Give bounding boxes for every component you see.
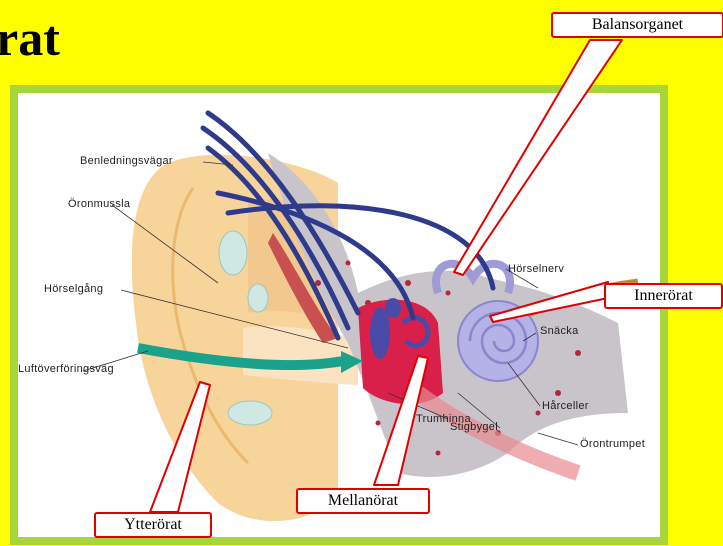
diagram-frame: Benledningsvägar Öronmussla Hörselgång L… [10, 85, 668, 545]
ear-canal [243, 326, 358, 385]
label-oronmussla: Öronmussla [68, 198, 130, 210]
callout-balansorganet: Balansorganet [551, 12, 723, 38]
label-snacka: Snäcka [540, 325, 579, 337]
label-orontrumpet: Örontrumpet [580, 438, 645, 450]
label-stigbygel: Stigbygel [450, 421, 498, 433]
label-horselnerv: Hörselnerv [508, 263, 564, 275]
eardrum-shape [370, 307, 390, 359]
callout-ytterorat: Ytterörat [94, 512, 212, 538]
label-benledning: Benledningsvägar [80, 155, 173, 167]
page-title: rat [0, 8, 60, 68]
label-harceller: Hårceller [542, 400, 589, 412]
callout-mellanorat: Mellanörat [296, 488, 430, 514]
ear-diagram: Benledningsvägar Öronmussla Hörselgång L… [18, 93, 660, 537]
middle-ear-cavity [358, 300, 443, 405]
label-luft: Luftöverföringsväg [18, 363, 114, 375]
callout-innerorat: Innerörat [604, 283, 723, 309]
label-horselgang: Hörselgång [44, 283, 103, 295]
